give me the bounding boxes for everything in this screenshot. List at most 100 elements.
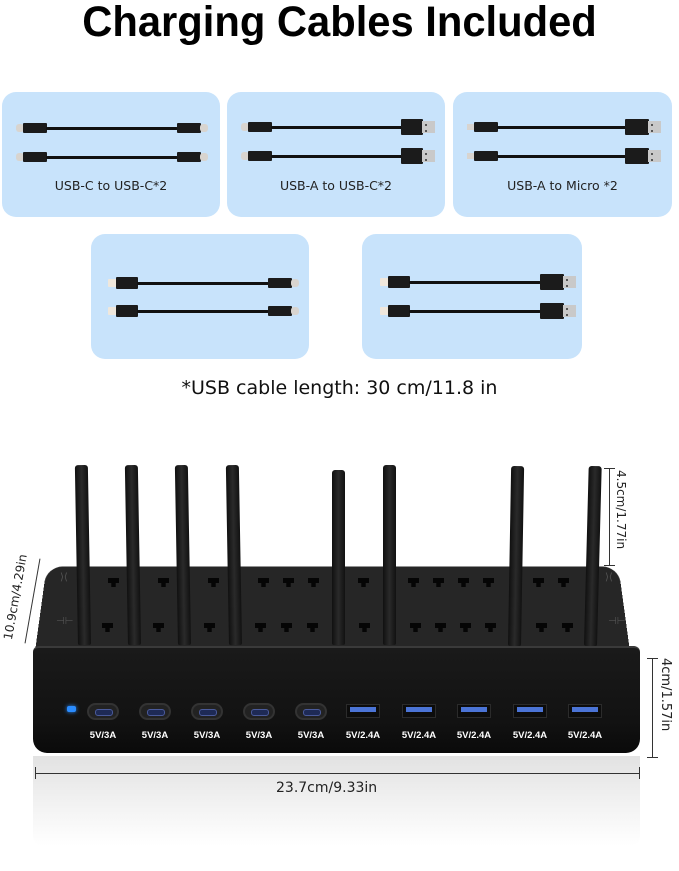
usb-a-port [513, 704, 547, 718]
base-height-dimension-line [652, 658, 653, 758]
panel-label: USB-A to Micro *2 [507, 178, 618, 193]
phone-divider [74, 464, 91, 646]
plug-housing [540, 274, 564, 290]
plug-housing [116, 277, 138, 289]
cable-wire [409, 309, 541, 313]
plug-housing [388, 276, 410, 288]
usb-a-plug-icon [563, 305, 576, 317]
plug-housing [474, 151, 498, 161]
plug-housing [401, 119, 423, 135]
dimension-tick [647, 757, 658, 758]
usb-a-port [568, 704, 602, 718]
phone-divider [332, 470, 345, 645]
usb-c-port [295, 703, 327, 720]
usb-a-to-usb-c-cable-2 [241, 148, 435, 164]
plug-housing [23, 152, 47, 162]
port-rating-label: 5V/3A [245, 730, 273, 741]
usb-c-plug-icon [241, 152, 249, 160]
usb-a-plug-icon [648, 150, 661, 162]
left-panel-icon: ⊣⊢ [56, 616, 74, 627]
port-rating-label: 5V/3A [297, 730, 325, 741]
dimension-tick [647, 658, 658, 659]
page-title: Charging Cables Included [82, 0, 597, 46]
usb-c-port [243, 703, 275, 720]
usb-a-to-micro-cable-1 [467, 119, 661, 135]
plug-housing [248, 151, 272, 161]
dimension-tick [35, 767, 36, 779]
usb-c-plug-icon [241, 123, 249, 131]
dimension-tick [604, 468, 615, 469]
port-rating-label: 5V/2.4A [456, 730, 492, 741]
right-panel-icon: ⟩⟨ [605, 572, 613, 583]
divider-height-dimension-label: 4.5cm/1.77in [614, 470, 628, 550]
phone-divider [383, 465, 396, 645]
usb-a-plug-icon [422, 150, 435, 162]
cable-panel-lightning-usba [362, 234, 582, 359]
micro-usb-plug-icon [467, 153, 475, 159]
usb-c-plug-icon [200, 153, 208, 161]
cable-panel-usba-micro: USB-A to Micro *2 [453, 92, 672, 217]
plug-housing [388, 305, 410, 317]
cable-wire [497, 125, 627, 129]
usb-c-plug-icon [16, 153, 24, 161]
cable-wire [409, 280, 541, 284]
cable-wire [46, 126, 178, 130]
port-rating-label: 5V/3A [141, 730, 169, 741]
usb-c-plug-icon [291, 279, 299, 287]
plug-housing [625, 148, 649, 164]
power-led-indicator [67, 706, 76, 712]
lightning-to-usb-a-cable-1 [380, 274, 576, 290]
usb-a-plug-icon [648, 121, 661, 133]
plug-housing [540, 303, 564, 319]
dimension-tick [604, 565, 615, 566]
port-rating-label: 5V/2.4A [567, 730, 603, 741]
divider-height-dimension-line [609, 468, 610, 566]
usb-c-plug-icon [200, 124, 208, 132]
cable-wire [137, 281, 269, 285]
plug-housing [248, 122, 272, 132]
product-reflection [33, 756, 640, 846]
plug-housing [23, 123, 47, 133]
lightning-to-usb-c-cable-2 [108, 304, 301, 318]
width-dimension-label: 23.7cm/9.33in [276, 780, 378, 796]
plug-housing [177, 123, 201, 133]
usb-c-port [87, 703, 119, 720]
lightning-to-usb-a-cable-2 [380, 303, 576, 319]
charger-front-face: 5V/3A 5V/3A 5V/3A 5V/3A 5V/3A 5V/2.4A 5V… [33, 646, 640, 753]
right-panel-icon: ⊣⊢ [608, 616, 626, 627]
usb-a-to-usb-c-cable-1 [241, 119, 435, 135]
phone-divider [124, 464, 141, 646]
usb-a-port [346, 704, 380, 718]
cable-wire [271, 125, 403, 129]
panel-label: USB-A to USB-C*2 [279, 178, 393, 193]
phone-divider [174, 464, 191, 646]
plug-housing [268, 278, 292, 288]
phone-divider [225, 464, 242, 646]
lightning-plug-icon [380, 278, 389, 286]
cable-wire [137, 309, 269, 313]
base-height-dimension-label: 4cm/1.57in [658, 658, 673, 732]
lightning-to-usb-c-cable-1 [108, 276, 301, 290]
plug-housing [116, 305, 138, 317]
lightning-plug-icon [380, 307, 389, 315]
usb-c-to-usb-c-cable-1 [16, 121, 208, 135]
plug-housing [474, 122, 498, 132]
usb-a-to-micro-cable-2 [467, 148, 661, 164]
usb-c-plug-icon [16, 124, 24, 132]
cable-panel-lightning-usbc [91, 234, 309, 359]
cable-wire [46, 155, 178, 159]
port-rating-label: 5V/3A [193, 730, 221, 741]
usb-a-plug-icon [563, 276, 576, 288]
charging-station-illustration: ⟩⟨ ⊣⊢ ⟩⟨ ⊣⊢ 5V/3A 5V/3A 5V/3A 5V/3A 5V/3… [0, 440, 679, 871]
cable-panel-usbc-usbc: USB-C to USB-C*2 [2, 92, 220, 217]
port-rating-label: 5V/2.4A [512, 730, 548, 741]
cable-wire [271, 154, 403, 158]
usb-c-port [139, 703, 171, 720]
cable-length-note: *USB cable length: 30 cm/11.8 in [181, 377, 498, 399]
usb-c-plug-icon [291, 307, 299, 315]
dimension-tick [639, 767, 640, 779]
lightning-plug-icon [108, 279, 117, 287]
cable-wire [497, 154, 627, 158]
depth-dimension-label: 10.9cm/4.29in [0, 553, 30, 641]
usb-a-plug-icon [422, 121, 435, 133]
